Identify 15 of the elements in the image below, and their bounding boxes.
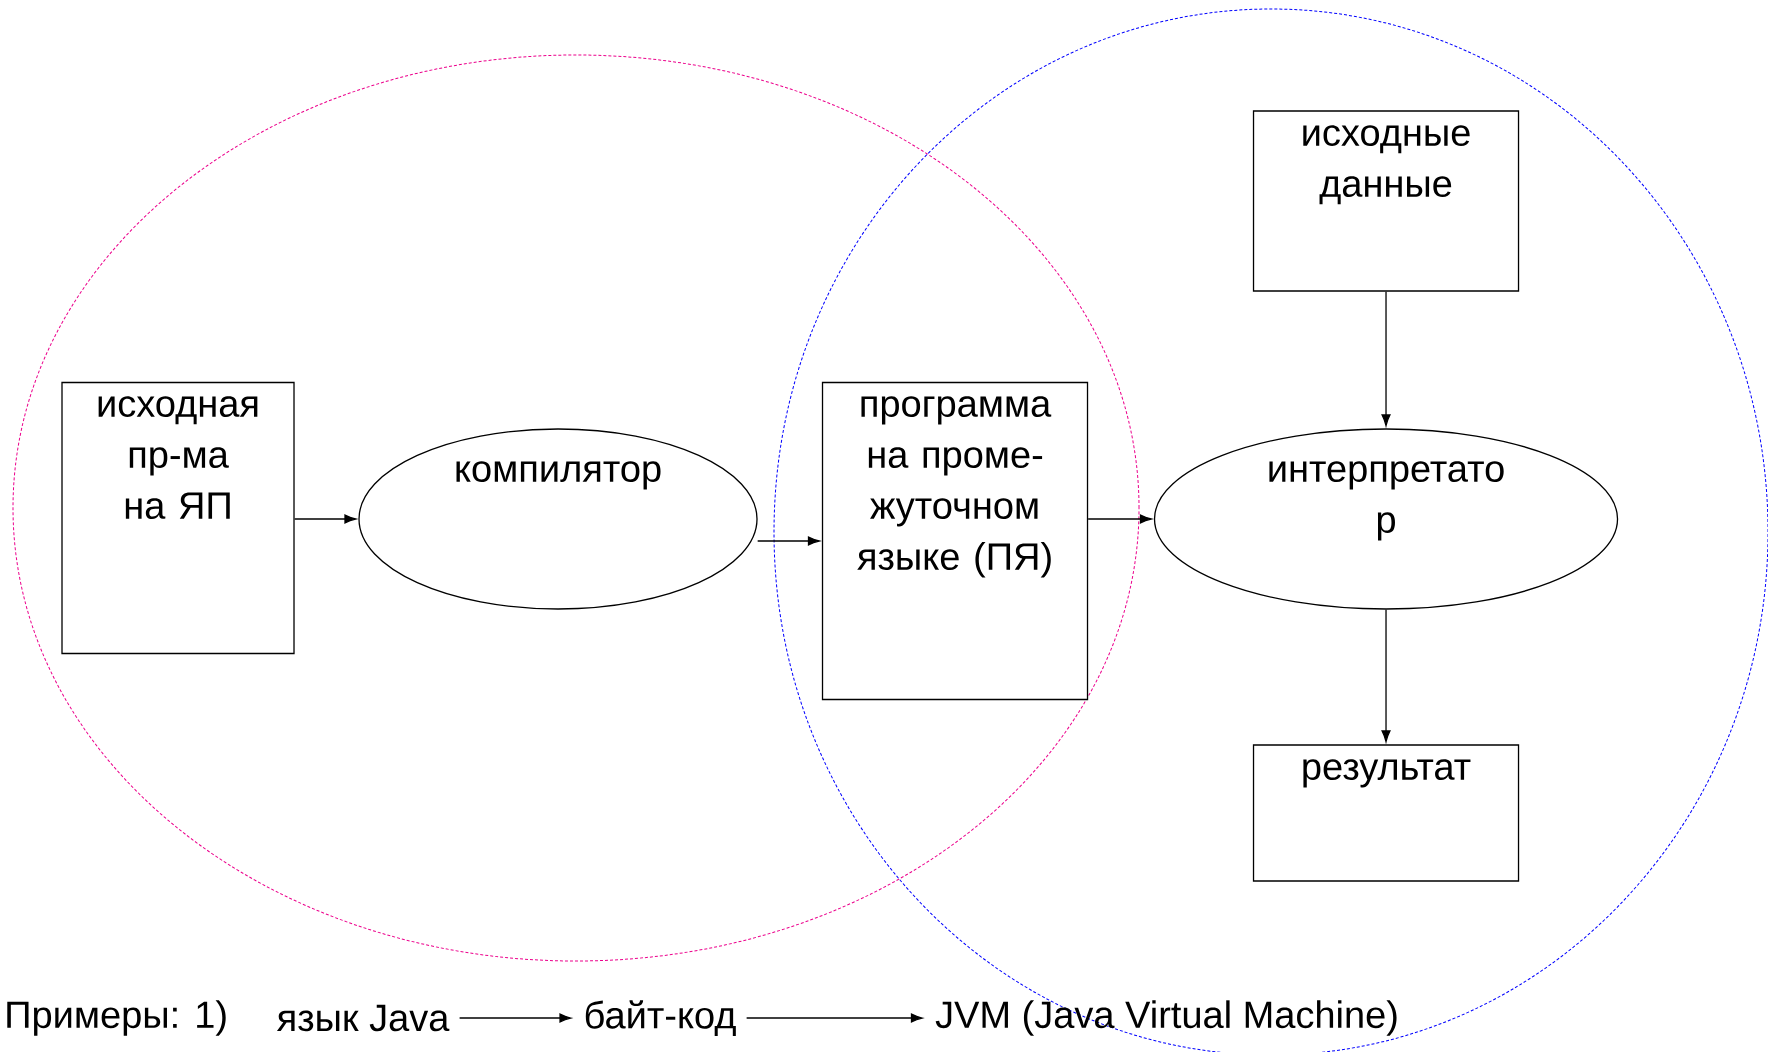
process-box: результат (1252, 744, 1520, 882)
arrow (458, 1013, 572, 1023)
arrow (1381, 291, 1391, 427)
arrow (294, 514, 357, 524)
process-box: программа на проме- жуточном языке (ПЯ) (821, 381, 1089, 701)
process-box: исходные данные (1252, 110, 1520, 292)
arrow (1381, 609, 1391, 743)
example-text: язык Java (276, 1004, 450, 1032)
arrow (757, 536, 820, 546)
caption-text: Примеры: 1) (7, 1000, 226, 1036)
arrow (746, 1013, 923, 1023)
dashed-ellipse (12, 54, 1140, 962)
example-text: байт-код (585, 1000, 736, 1036)
process-box: исходная пр-ма на ЯП (61, 381, 295, 655)
arrow (1087, 514, 1152, 524)
